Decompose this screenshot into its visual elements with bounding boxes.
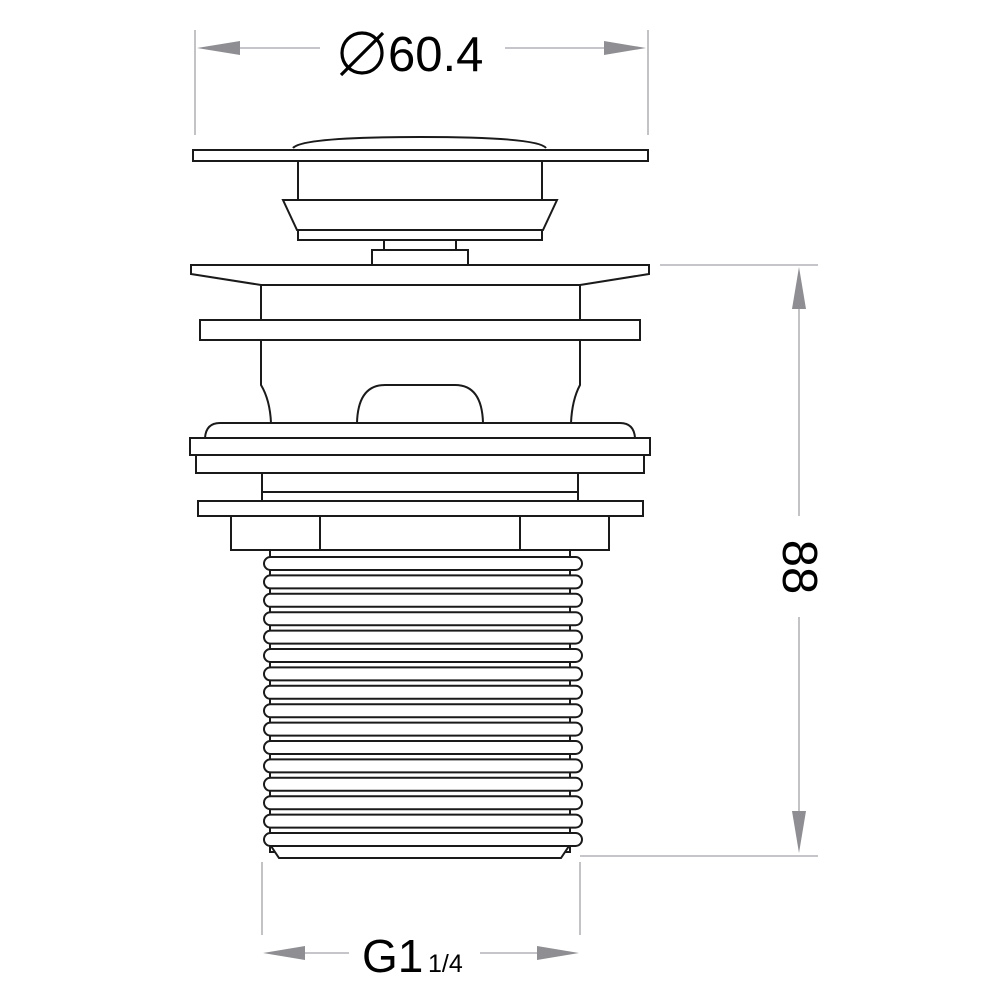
overflow-slot [355,384,485,424]
lock-nut [230,515,610,551]
diameter-symbol-icon [339,31,385,77]
arrow-right-bottom-icon [537,946,579,960]
threaded-tail [263,549,583,859]
thread-ridge [263,629,583,645]
arrow-right-icon [604,41,646,55]
thread-ridge [263,740,583,755]
spindle-lower [371,249,469,266]
pop-up-cap-dome [292,135,547,149]
thread-ridge [263,776,583,792]
washer-neck [261,472,579,502]
thread-ridge [263,611,583,627]
thread-chamfer [269,845,571,859]
thread-ridge [263,795,583,811]
thread-ridge [263,813,583,829]
washer-flange-c [197,500,644,517]
washer-flange-b [195,454,645,474]
pop-up-cap [192,149,649,162]
washer-rounded-cap [203,422,637,439]
upper-flange [190,264,650,286]
spindle-upper [383,239,457,251]
top-diameter-dimension: 60.4 [194,28,649,135]
thread-ridge [263,648,583,663]
arrow-left-bottom-icon [263,946,305,960]
arrow-up-icon [792,267,806,309]
thread-dimension: G1 1/4 [261,862,581,982]
thread-ridge [263,703,583,719]
thread-ridge [263,666,583,682]
height-dimension: 88 [580,264,826,857]
arrow-down-icon [792,811,806,853]
cap-stem [297,160,543,201]
thread-value-fraction: 1/4 [428,950,463,978]
washer-flange-a [189,437,651,456]
thread-value-main: G1 [362,930,423,982]
cap-seal-strip [297,229,543,241]
thread-ridge [263,556,583,571]
thread-ridge [263,574,583,590]
cap-seal-cone [281,199,559,231]
thread-ridge [263,832,583,847]
thread-ridge [263,758,583,774]
middle-flange [199,319,641,341]
arrow-left-icon [197,41,240,55]
thread-ridge [263,684,583,700]
drain-assembly [189,135,651,859]
diameter-value: 60.4 [388,28,483,82]
body-upper [260,284,581,321]
height-value: 88 [772,540,826,595]
thread-ridge [263,592,583,608]
thread-ridge [263,721,583,737]
